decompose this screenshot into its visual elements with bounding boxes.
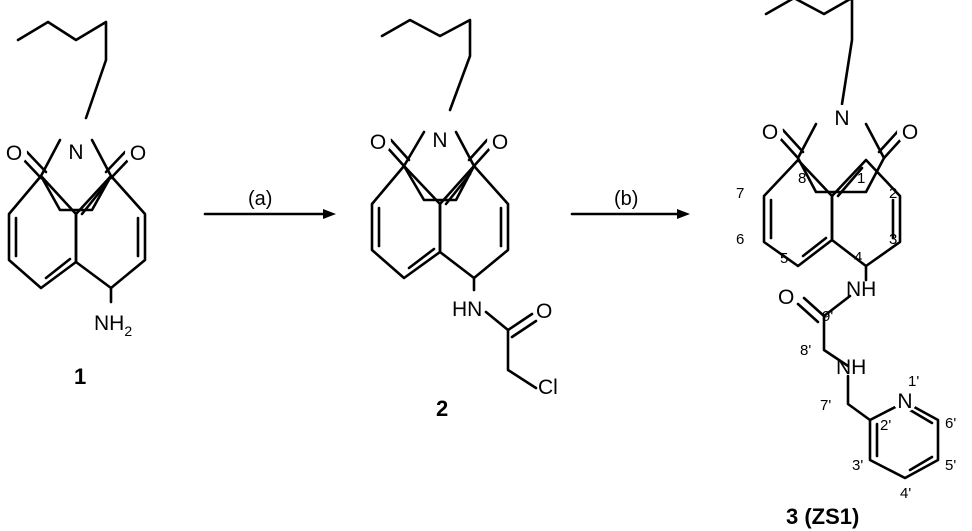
locant-7-prime: 7' bbox=[820, 397, 831, 414]
locant-4-prime: 4' bbox=[900, 485, 911, 502]
compound-2-carbonyl-right bbox=[472, 144, 494, 168]
compound-3-amine-nh: NH bbox=[836, 356, 866, 379]
locant-8: 8 bbox=[798, 170, 806, 187]
compound-2-imide-nitrogen: N bbox=[432, 129, 447, 152]
compound-2-amide-nh: HN bbox=[452, 298, 482, 321]
compound-3-imide-ring bbox=[796, 122, 886, 194]
compound-2-carbonyl-left bbox=[384, 144, 406, 168]
locant-2-prime: 2' bbox=[880, 417, 891, 434]
compound-3-amide-carbonyl-double bbox=[796, 302, 820, 324]
compound-1-ring-right bbox=[74, 174, 147, 290]
compound-3-carbonyl-left-double bbox=[781, 128, 805, 154]
compound-2-amide-oxygen: O bbox=[536, 300, 552, 323]
compound-3-carbonyl-right-double bbox=[877, 128, 901, 154]
compound-2-amide-carbonyl-double bbox=[510, 319, 538, 339]
compound-1-butyl-chain bbox=[16, 20, 108, 120]
locant-2: 2 bbox=[889, 185, 897, 202]
compound-3-oxygen-right: O bbox=[902, 121, 918, 144]
compound-3-pyridine-ring bbox=[868, 400, 940, 480]
locant-1-prime: 1' bbox=[908, 373, 919, 390]
compound-2-carbonyl-left-double bbox=[389, 138, 411, 162]
locant-6: 6 bbox=[736, 231, 744, 248]
compound-1-oxygen-right: O bbox=[130, 142, 146, 165]
compound-1-imide-nitrogen: N bbox=[68, 141, 83, 164]
compound-2-amide-chain bbox=[484, 310, 538, 390]
locant-9-prime: 9' bbox=[822, 308, 833, 325]
compound-1-amino-group: NH2 bbox=[94, 312, 132, 339]
compound-1-carbonyl-right-double bbox=[104, 150, 127, 174]
locant-4: 4 bbox=[854, 249, 862, 266]
compound-3-amide-carbonyl bbox=[802, 296, 826, 318]
compound-3-amide-nh: NH bbox=[846, 278, 876, 301]
compound-2-label: 2 bbox=[436, 396, 448, 421]
compound-2-imide-ring bbox=[402, 130, 476, 202]
compound-3-pyridine-nitrogen: N bbox=[897, 390, 912, 413]
arrow-b-label: (b) bbox=[614, 188, 638, 210]
compound-3-amide-chain bbox=[822, 294, 852, 368]
compound-1-ring-left bbox=[7, 174, 78, 290]
compound-3-amine-chain bbox=[846, 374, 872, 422]
compound-1-oxygen-left: O bbox=[6, 142, 22, 165]
locant-3: 3 bbox=[889, 231, 897, 248]
arrow-a-label: (a) bbox=[248, 188, 272, 210]
compound-2-structure: O N O HN O Cl bbox=[365, 18, 558, 399]
locant-1: 1 bbox=[857, 170, 865, 187]
compound-3-ring-left-double-2 bbox=[801, 236, 828, 258]
compound-1-carbonyl-left bbox=[20, 156, 43, 180]
locant-7: 7 bbox=[736, 185, 744, 202]
compound-1-ring-left-double-2 bbox=[44, 257, 72, 280]
compound-2-carbonyl-right-double bbox=[467, 138, 489, 162]
compound-2-oxygen-right: O bbox=[492, 131, 508, 154]
compound-2-ring-left-double-2 bbox=[407, 247, 436, 270]
compound-3-carbonyl-left bbox=[776, 134, 800, 160]
compound-2-ring-left bbox=[370, 164, 442, 280]
locant-5: 5 bbox=[780, 250, 788, 267]
compound-3-amide-oxygen: O bbox=[778, 286, 794, 309]
compound-2-butyl-chain bbox=[380, 18, 472, 112]
compound-1-carbonyl-left-double bbox=[25, 150, 48, 174]
locant-8-prime: 8' bbox=[800, 342, 811, 359]
compound-2-chlorine: Cl bbox=[538, 376, 558, 399]
compound-3-butyl-chain bbox=[764, 0, 854, 106]
locant-6-prime: 6' bbox=[945, 415, 956, 432]
compound-1-ring-right-double-2 bbox=[80, 182, 108, 216]
compound-1-structure: O N O NH2 bbox=[1, 20, 151, 339]
compound-3-structure: O N O NH O NH N bbox=[757, 0, 940, 480]
compound-2-ring-right bbox=[438, 164, 510, 280]
compound-3-pyridine-double-3 bbox=[908, 455, 934, 472]
compound-3-oxygen-left: O bbox=[762, 121, 778, 144]
compound-1-carbonyl-right bbox=[109, 156, 132, 180]
compound-2-amide-carbonyl bbox=[506, 312, 534, 332]
compound-1-label: 1 bbox=[74, 364, 86, 389]
reaction-arrow-b bbox=[570, 209, 690, 219]
compound-3-imide-nitrogen: N bbox=[834, 107, 849, 130]
compound-2-oxygen-left: O bbox=[370, 131, 386, 154]
compound-2-ring-right-double-2 bbox=[444, 172, 472, 206]
compound-3-numbering: 1 2 3 4 5 6 7 8 9' 8' 7' 1' 2' 3' 4' 5' … bbox=[736, 170, 956, 502]
locant-3-prime: 3' bbox=[852, 457, 863, 474]
compound-3-pyridine-double-2 bbox=[908, 408, 934, 425]
compound-3-ring-right-double-2 bbox=[836, 166, 864, 198]
locant-5-prime: 5' bbox=[945, 457, 956, 474]
compound-3-label: 3 (ZS1) bbox=[786, 504, 859, 529]
reaction-arrow-a bbox=[203, 209, 336, 219]
compound-3-ring-right bbox=[830, 158, 902, 268]
